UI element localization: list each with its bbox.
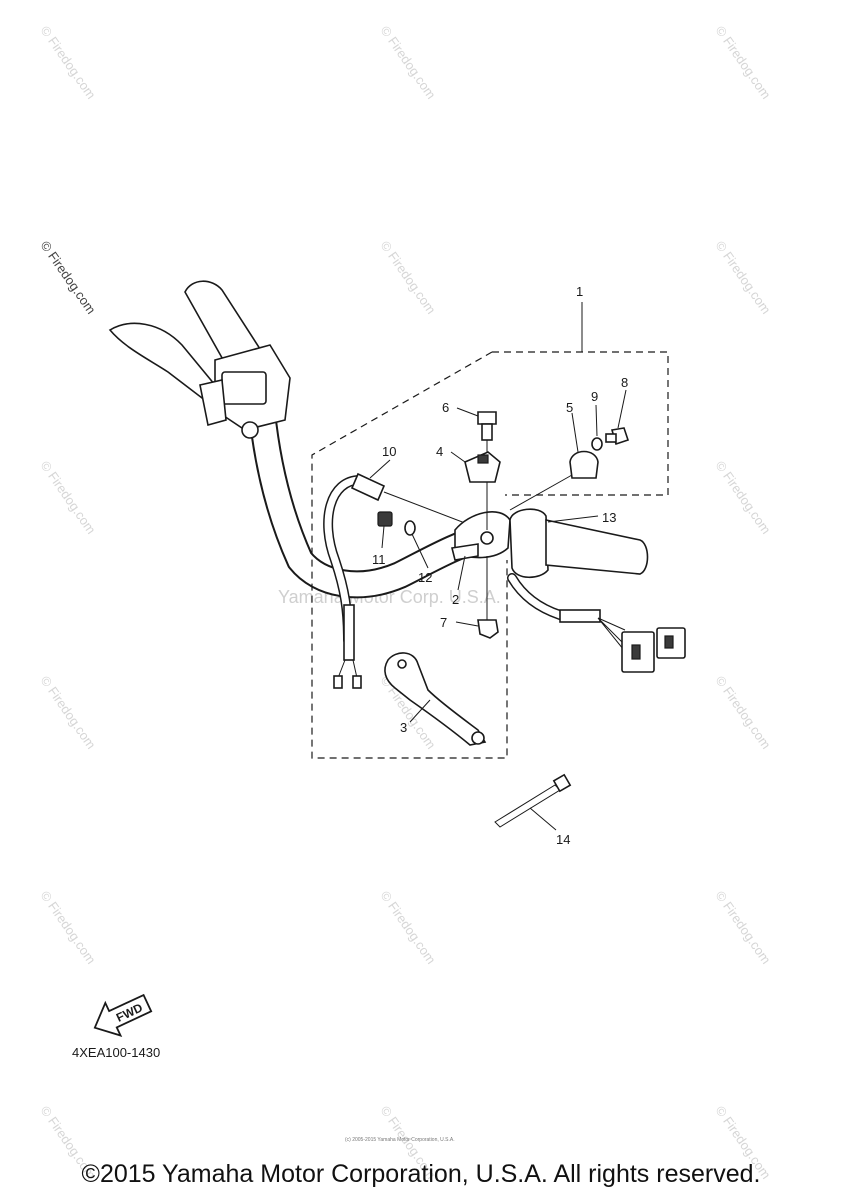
- watermark: © Firedog.com: [713, 673, 774, 752]
- cable-guide: [464, 451, 501, 483]
- watermark: © Firedog.com: [378, 23, 439, 102]
- screw-right: [605, 427, 630, 446]
- watermark: © Firedog.com: [38, 458, 99, 537]
- callout-10: 10: [382, 444, 396, 459]
- callout-4: 4: [436, 444, 443, 459]
- washer: [591, 437, 603, 451]
- callout-2: 2: [452, 592, 459, 607]
- nut-bottom: [477, 619, 499, 639]
- watermark: © Firedog.com: [38, 23, 99, 102]
- cable-tie: [494, 773, 572, 828]
- watermark: © Firedog.com: [713, 238, 774, 317]
- clamp-upper: [509, 450, 599, 511]
- right-grip: [507, 508, 686, 673]
- callout-5: 5: [566, 400, 573, 415]
- watermark: © Firedog.com: [713, 888, 774, 967]
- handlebar: [248, 398, 504, 599]
- callout-labels: 1 2 3 4 5 6 7 8 9 10 11 12 13 14: [372, 284, 628, 847]
- callout-3: 3: [400, 720, 407, 735]
- part-code: 4XEA100-1430: [72, 1045, 160, 1060]
- watermark: © Firedog.com: [38, 238, 99, 317]
- throttle-lever: [384, 652, 487, 746]
- brake-switch: [323, 472, 479, 689]
- watermark: © Firedog.com: [38, 673, 99, 752]
- fwd-arrow-icon: FWD: [93, 993, 153, 1037]
- watermark: © Firedog.com: [713, 23, 774, 102]
- screw-top: [477, 411, 497, 441]
- callout-leaders: [369, 389, 627, 831]
- left-grip-assembly: [108, 280, 291, 439]
- watermark: © Firedog.com: [713, 458, 774, 537]
- callout-12: 12: [418, 570, 432, 585]
- tiny-notice: (c) 2005-2015 Yamaha Motor Corporation, …: [345, 1137, 455, 1143]
- callout-9: 9: [591, 389, 598, 404]
- callout-8: 8: [621, 375, 628, 390]
- watermark: © Firedog.com: [378, 238, 439, 317]
- callout-1: 1: [576, 284, 583, 299]
- callout-6: 6: [442, 400, 449, 415]
- callout-11: 11: [372, 552, 386, 567]
- watermark: © Firedog.com: [38, 888, 99, 967]
- callout-13: 13: [602, 510, 616, 525]
- copyright-notice: ©2015 Yamaha Motor Corporation, U.S.A. A…: [81, 1160, 761, 1188]
- assembly-boundary: [311, 351, 669, 759]
- callout-7: 7: [440, 615, 447, 630]
- callout-14: 14: [556, 832, 570, 847]
- watermark: © Firedog.com: [378, 888, 439, 967]
